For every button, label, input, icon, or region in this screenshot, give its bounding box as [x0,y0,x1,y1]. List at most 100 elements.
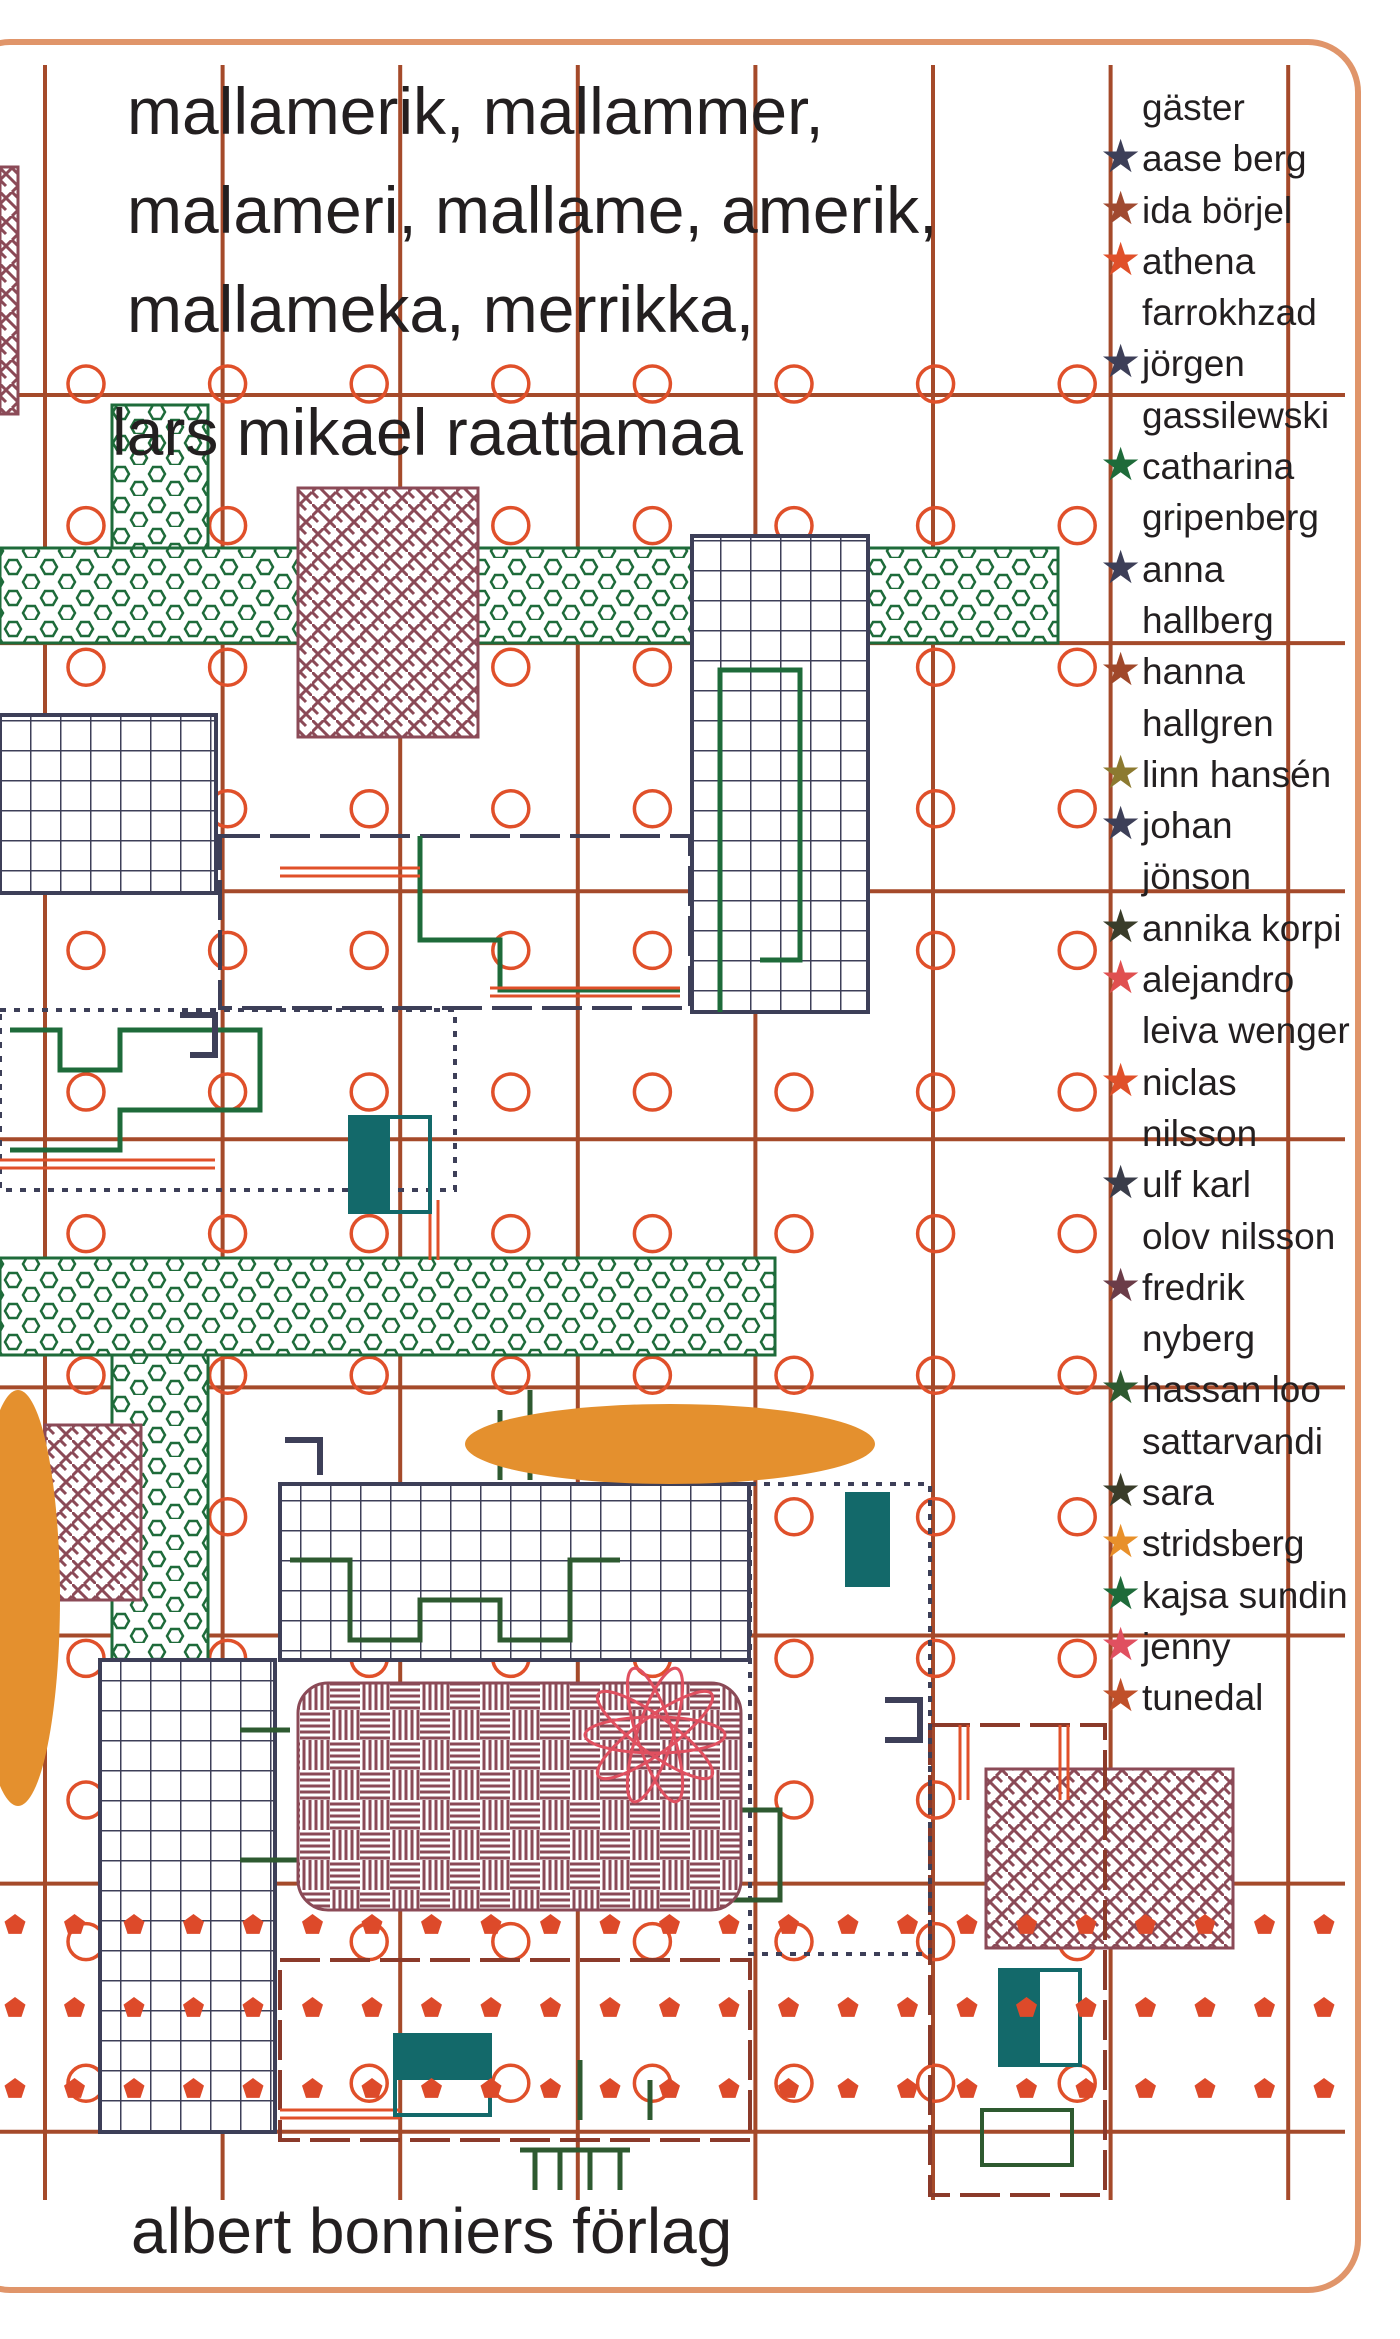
circle-marker [66,1213,106,1254]
circle-marker [632,789,673,829]
star-icon: ★ [1100,1464,1142,1517]
circle-marker [774,1072,814,1112]
guest-name: ulf karl [1142,1164,1251,1206]
circle-marker [915,1497,956,1537]
guest-name-line: ★jörgen [1100,336,1350,389]
teal-block [350,1117,390,1212]
circle-marker [66,364,106,404]
pentagon-dot [1135,2078,1156,2098]
guest-name-line: gripenberg [1100,492,1350,543]
circle-marker [915,1072,956,1112]
circle-marker [632,1072,673,1112]
guest-name: stridsberg [1142,1523,1305,1565]
circle-marker [66,647,106,687]
circle-marker [1057,789,1097,829]
pentagon-dot [1254,1997,1275,2017]
circle-marker [774,1780,814,1820]
circle-marker [632,930,673,971]
herringbone-block [296,486,480,739]
pentagon-dot [302,1997,323,2017]
title-line: mallamerik, mallammer, [127,74,824,148]
pentagon-dot [718,2078,740,2098]
circle-marker [349,930,389,971]
guest-name-line: ★catharina [1100,439,1350,492]
hex-band [0,546,1060,645]
pentagon-dot [718,1997,740,2017]
star-icon: ★ [1100,181,1142,234]
circle-marker [1057,364,1097,404]
dashed-room [218,834,692,1010]
dotted-room [748,1482,932,1956]
pentagon-dot [1075,2078,1097,2098]
guest-name: annika korpi [1142,907,1342,949]
circle-marker [207,1072,248,1112]
guest-name: farrokhzad [1142,292,1317,334]
pentagon-dot [123,2078,145,2098]
pentagon-dot [540,2078,561,2098]
pentagon-dot [361,1997,383,2017]
circle-marker [491,647,531,687]
publisher-name: albert bonniers förlag [131,2195,733,2267]
star-icon: ★ [1100,899,1142,952]
pentagon-dot [1016,1997,1037,2017]
orange-ellipse [465,1404,875,1484]
guest-name: jönson [1142,856,1252,898]
pentagon-dot [421,2078,442,2098]
circle-marker [491,1213,531,1254]
pentagon-dot [1135,1914,1156,1934]
guest-name-line: ★fredrik [1100,1258,1350,1313]
pentagon-dot [1254,2078,1275,2098]
guest-name: aase berg [1142,138,1307,180]
pentagon-dot [64,2078,85,2098]
pentagon-dot [242,1914,264,1934]
circle-marker [66,930,106,971]
guest-name-line: ★hanna [1100,644,1350,697]
pentagon-dot [659,2078,680,2098]
pentagon-dot [778,1997,799,2017]
circle-marker [66,1355,106,1395]
pentagon-dot [480,1914,502,1934]
title-line: mallameka, merrikka, [127,272,755,346]
guest-name: nyberg [1142,1318,1256,1360]
circle-marker [491,505,531,546]
circle-marker [207,1213,248,1254]
circle-marker [491,364,531,404]
pentagon-dot [659,1997,680,2017]
guest-name: gripenberg [1142,497,1319,539]
guest-name-line: ★ida börjel [1100,181,1350,236]
pentagon-dot [242,2078,264,2098]
circle-marker [207,364,248,404]
guest-name-line: ★kajsa sundin [1100,1567,1350,1621]
star-icon: ★ [1100,540,1142,593]
circle-marker [632,647,673,687]
circle-marker [207,647,248,687]
circle-marker [1057,1072,1097,1112]
pentagon-dot [64,1914,85,1934]
pentagon-dot [1194,2078,1216,2098]
guest-name: johan [1142,805,1233,847]
grid-block [0,713,218,895]
star-icon: ★ [1100,745,1142,798]
circle-marker [774,1213,814,1254]
pentagon-dot [123,1914,145,1934]
pentagon-dot [242,1997,264,2017]
guest-name-line: farrokhzad [1100,287,1350,338]
circle-marker [491,2063,531,2103]
circle-marker [915,1780,956,1820]
star-icon: ★ [1100,1258,1142,1311]
pentagon-dot [540,1914,561,1934]
circle-marker [632,1213,673,1254]
circle-marker [349,364,389,404]
circle-marker [774,1355,814,1395]
guest-name: linn hansén [1142,753,1332,795]
title-line: malameri, mallame, amerik, [127,173,938,247]
pentagon-dot [480,1997,502,2017]
circle-marker [349,1355,389,1395]
guest-name-line: ★annika korpi [1100,899,1350,954]
herringbone-block [0,165,20,416]
circle-marker [66,505,106,546]
guest-name: alejandro [1142,959,1295,1001]
pentagon-dot [421,1914,442,1934]
